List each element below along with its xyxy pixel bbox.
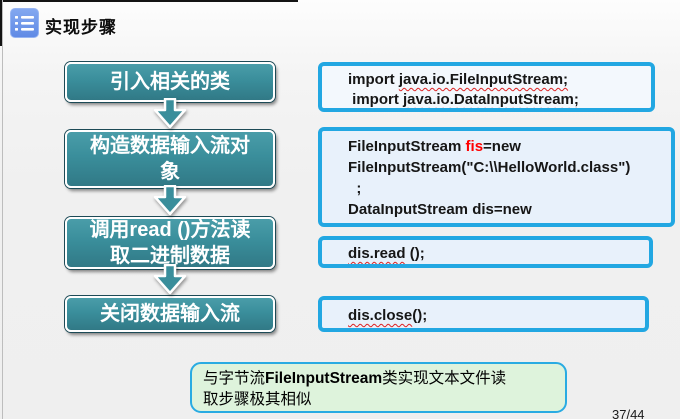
- text-segment: fis: [465, 138, 484, 155]
- text-segment: FileInputStream: [265, 370, 383, 387]
- text-segment: import: [348, 71, 399, 88]
- step-box-call-read: 调用read ()方法读取二进制数据: [65, 217, 275, 269]
- step-label: 引入相关的类: [110, 69, 230, 95]
- step-box-import-classes: 引入相关的类: [65, 62, 275, 102]
- text-segment: 象: [160, 161, 180, 183]
- left-edge-dark-line: [0, 0, 2, 46]
- top-edge-line: [0, 0, 298, 2]
- text-segment: DataInputStream dis=new: [348, 201, 532, 218]
- page-number: 37/44: [612, 407, 645, 419]
- slide-title: 实现步骤: [45, 18, 117, 37]
- step-label: 构造数据输入流对象: [90, 133, 250, 185]
- step-box-construct-stream: 构造数据输入流对象: [65, 130, 275, 188]
- code-box-imports: import java.io.FileInputStream; import j…: [318, 62, 655, 112]
- text-segment: dis.read: [348, 245, 406, 262]
- step-label: 调用read ()方法读取二进制数据: [89, 217, 250, 269]
- text-segment: 取二进制数据: [110, 245, 230, 267]
- text-segment: 与字节流: [203, 370, 266, 387]
- text-segment: 构造数据输入流对: [90, 135, 250, 157]
- step-label: 关闭数据输入流: [100, 301, 240, 327]
- code-box-close: dis.close();: [318, 296, 649, 332]
- text-segment: =new: [483, 138, 521, 155]
- text-segment: 取步骤极其相似: [203, 391, 312, 408]
- text-segment: 类实现文本文件读: [382, 370, 507, 387]
- text-segment: ;: [348, 180, 362, 197]
- text-segment: java.io.DataInputStream;: [403, 91, 579, 108]
- note-box: 与字节流FileInputStream类实现文本文件读取步骤极其相似: [190, 362, 567, 413]
- text-segment: FileInputStream("C:\\HelloWorld.class"): [348, 159, 631, 176]
- text-segment: import: [348, 91, 403, 108]
- down-arrow-icon: [152, 97, 188, 130]
- left-edge-gray-line: [2, 0, 3, 419]
- text-segment: 引入相关的类: [110, 71, 230, 93]
- list-icon-glyph: [15, 16, 34, 31]
- text-segment: ();: [412, 307, 428, 324]
- text-segment: 调用read ()方法读: [89, 219, 251, 241]
- down-arrow-icon: [152, 263, 188, 296]
- down-arrow-icon: [152, 184, 188, 217]
- code-box-read: dis.read ();: [318, 236, 653, 268]
- text-segment: FileInputStream: [348, 138, 466, 155]
- text-segment: 关闭数据输入流: [100, 303, 240, 325]
- list-icon: [10, 8, 39, 38]
- text-segment: ();: [405, 245, 425, 262]
- step-box-close-stream: 关闭数据输入流: [65, 296, 275, 332]
- text-segment: java.io.FileInputStream;: [398, 71, 569, 88]
- text-segment: dis.close: [348, 307, 413, 324]
